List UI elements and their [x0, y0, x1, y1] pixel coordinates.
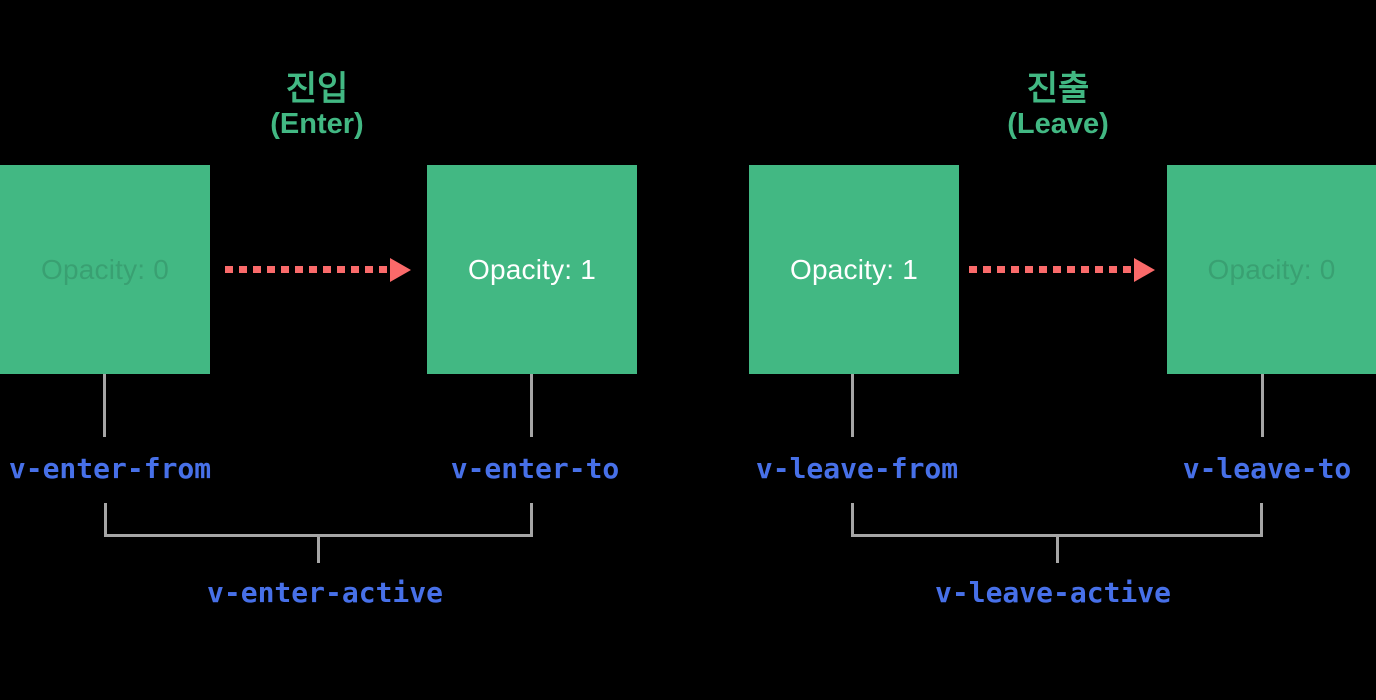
enter-to-connector-line: [530, 374, 533, 437]
leave-arrow-dashed-line: [969, 266, 1136, 273]
enter-to-opacity-value: Opacity: 1: [467, 253, 597, 285]
leave-active-bracket: [851, 503, 1263, 537]
leave-to-connector-line: [1261, 374, 1264, 437]
enter-transition-arrow: [225, 258, 411, 282]
leave-from-opacity-value: Opacity: 1: [789, 253, 919, 285]
v-leave-active-label: v-leave-active: [934, 576, 1172, 609]
enter-arrow-dashed-line: [225, 266, 392, 273]
v-enter-to-label: v-enter-to: [450, 452, 620, 485]
leave-title-english: (Leave): [1007, 108, 1109, 140]
enter-title-korean: 진입: [285, 70, 349, 108]
leave-to-state-box: Opacity: 0: [1167, 165, 1376, 374]
v-enter-from-label: v-enter-from: [8, 452, 212, 485]
enter-title-english: (Enter): [270, 108, 364, 140]
enter-to-state-box: Opacity: 1: [427, 165, 637, 374]
v-enter-active-label: v-enter-active: [206, 576, 444, 609]
leave-arrow-head-icon: [1134, 258, 1155, 282]
leave-from-state-box: Opacity: 1: [749, 165, 959, 374]
enter-section-title: 진입 (Enter): [270, 70, 363, 140]
v-leave-to-label: v-leave-to: [1182, 452, 1352, 485]
v-leave-from-label: v-leave-from: [755, 452, 959, 485]
enter-from-connector-line: [103, 374, 106, 437]
leave-from-connector-line: [851, 374, 854, 437]
enter-from-opacity-value: Opacity: 0: [40, 253, 170, 285]
leave-to-opacity-value: Opacity: 0: [1207, 253, 1336, 285]
leave-title-korean: 진출: [1026, 70, 1090, 108]
leave-section-title: 진출 (Leave): [1007, 70, 1109, 140]
leave-transition-arrow: [969, 258, 1155, 282]
leave-active-bracket-tick: [1056, 536, 1059, 563]
enter-from-state-box: Opacity: 0: [0, 165, 210, 374]
enter-active-bracket: [104, 503, 533, 537]
enter-active-bracket-tick: [317, 536, 320, 563]
enter-arrow-head-icon: [390, 258, 411, 282]
